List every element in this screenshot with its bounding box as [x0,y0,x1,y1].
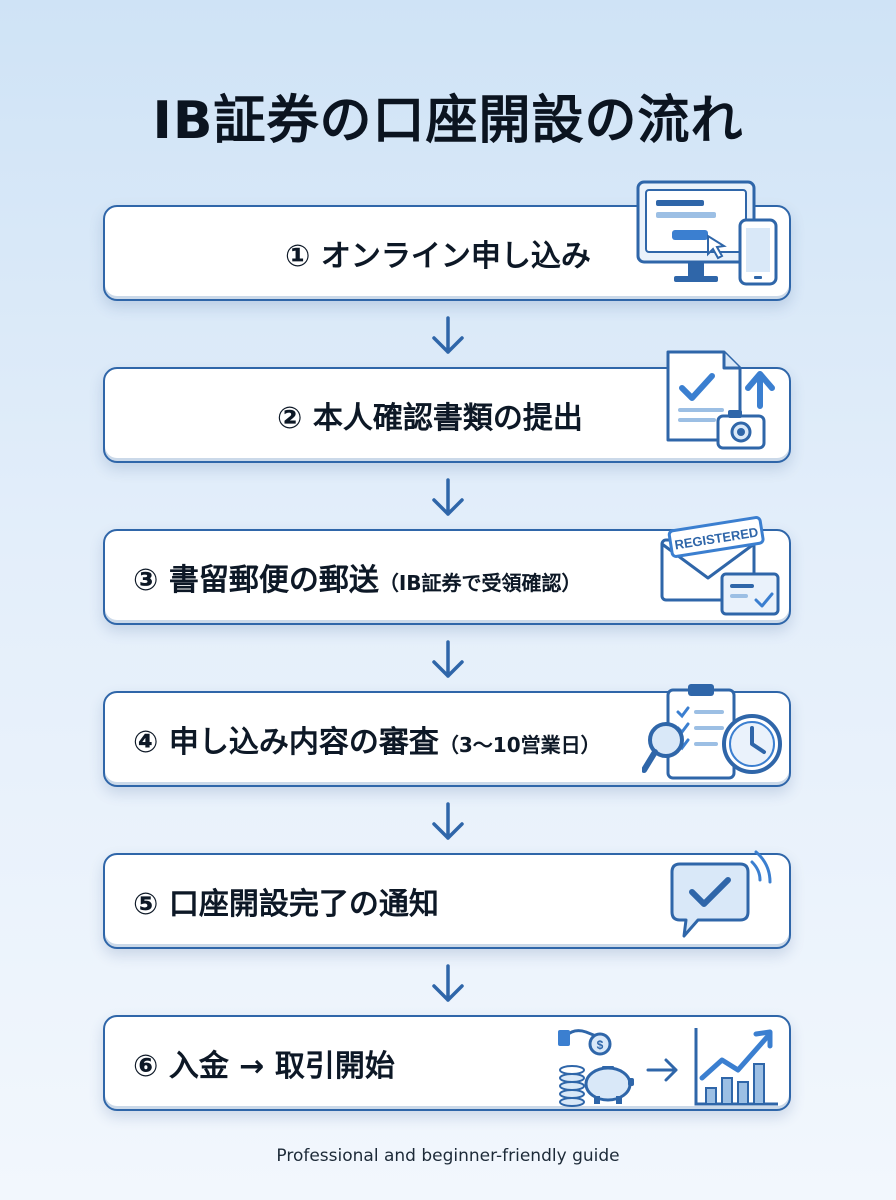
notification-check-icon [670,850,772,938]
step-3-text: ③ 書留郵便の郵送 [133,563,379,598]
step-3-note: （IB証券で受領確認） [378,571,582,595]
down-arrow-icon [432,478,464,516]
step-5-text: ⑤ 口座開設完了の通知 [133,887,439,922]
step-6-label: ⑥ 入金 → 取引開始 [133,1041,395,1085]
footer-caption: Professional and beginner-friendly guide [276,1146,620,1166]
step-2-label: ② 本人確認書類の提出 [277,393,583,437]
down-arrow-icon [432,964,464,1002]
step-4-note: （3〜10営業日） [438,733,601,757]
step-6-card: ⑥ 入金 → 取引開始 [103,1015,791,1111]
down-arrow-icon [432,640,464,678]
registered-mail-icon: REGISTERED [660,516,780,616]
deposit-to-trading-chart-icon: $ [558,1028,778,1107]
step-4-text: ④ 申し込み内容の審査 [133,725,439,760]
computer-and-phone-icon [636,180,778,286]
document-upload-camera-icon [666,350,775,450]
clipboard-review-clock-icon [642,684,782,780]
step-2-text: ② 本人確認書類の提出 [277,401,583,436]
step-5-label: ⑤ 口座開設完了の通知 [133,879,439,923]
svg-text:$: $ [597,1038,604,1052]
step-3-label: ③ 書留郵便の郵送（IB証券で受領確認） [133,555,582,599]
step-6-text: ⑥ 入金 → 取引開始 [133,1049,395,1084]
down-arrow-icon [432,802,464,840]
step-1-label: ① オンライン申し込み [285,231,591,275]
step-4-label: ④ 申し込み内容の審査（3〜10営業日） [133,717,601,761]
step-1-text: ① オンライン申し込み [285,239,591,274]
page-title: IB証券の口座開設の流れ [152,91,744,151]
down-arrow-icon [432,316,464,354]
